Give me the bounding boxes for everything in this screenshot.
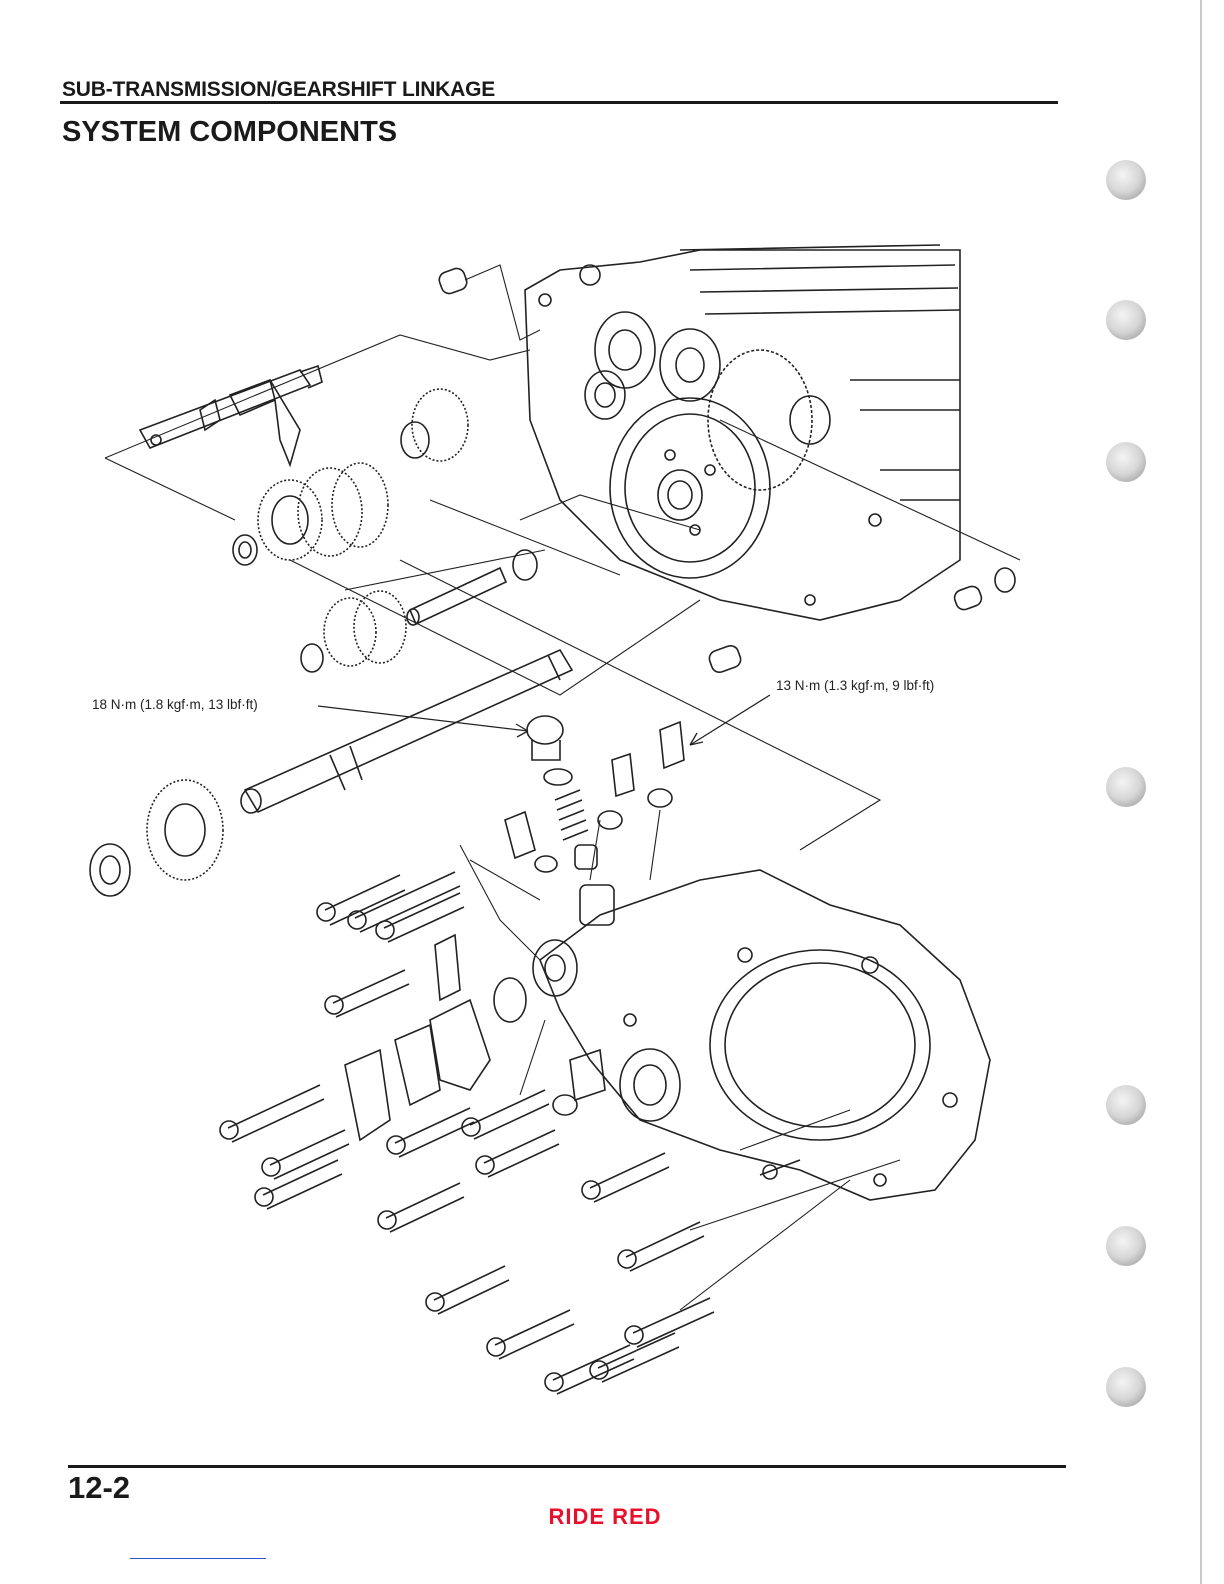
right-crankcase-cover xyxy=(540,870,990,1200)
sub-transmission-gear xyxy=(233,463,388,565)
mainshaft-gear xyxy=(90,780,223,896)
sub-transmission-shaft xyxy=(407,568,506,625)
brand-logo: RIDE RED xyxy=(530,1504,680,1530)
primary-gear xyxy=(708,350,812,490)
shift-fork xyxy=(140,366,322,465)
torque-spec-drain-plug: 18 N·m (1.8 kgf·m, 13 lbf·ft) xyxy=(92,697,258,712)
assembly-leader-line xyxy=(105,265,1020,1310)
page-number: 12-2 xyxy=(68,1470,130,1506)
torque-spec-bleed-bolt: 13 N·m (1.3 kgf·m, 9 lbf·ft) xyxy=(776,678,934,693)
sub-transmission-gear xyxy=(401,389,468,461)
drain-plug xyxy=(527,716,572,785)
footer-link-underline xyxy=(130,1558,266,1559)
shift-arm xyxy=(435,935,605,1115)
cover-bolt xyxy=(220,872,800,1394)
mainshaft xyxy=(241,650,572,813)
crankcase-gears xyxy=(585,312,830,444)
torque-arrow xyxy=(318,695,770,745)
oil-pump-body xyxy=(494,885,614,1022)
footer-rule xyxy=(68,1465,1066,1468)
relief-valve-spring xyxy=(555,790,597,869)
